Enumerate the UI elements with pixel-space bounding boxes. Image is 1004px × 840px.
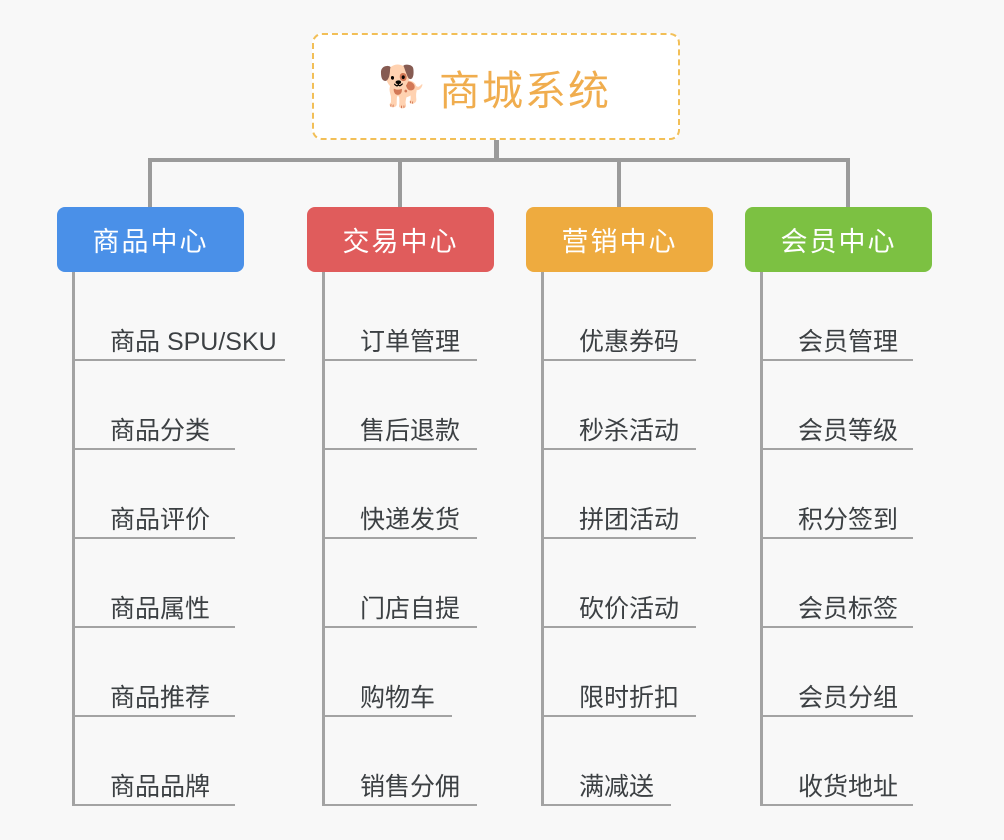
leaf-divider — [541, 448, 696, 450]
leaf-divider — [760, 804, 913, 806]
root-node[interactable]: 🐕 商城系统 — [312, 33, 680, 140]
list-item[interactable]: 优惠券码 — [541, 272, 696, 361]
leaf-divider — [72, 626, 235, 628]
list-item[interactable]: 会员分组 — [760, 628, 913, 717]
leaf-label: 商品推荐 — [110, 684, 211, 712]
leaf-label: 会员标签 — [798, 595, 899, 623]
list-item[interactable]: 商品评价 — [72, 450, 287, 539]
leaf-divider — [760, 715, 913, 717]
list-item[interactable]: 限时折扣 — [541, 628, 696, 717]
leaf-divider — [541, 804, 671, 806]
list-item[interactable]: 拼团活动 — [541, 450, 696, 539]
leaf-label: 限时折扣 — [579, 684, 680, 712]
leaf-divider — [760, 626, 913, 628]
leaf-label: 会员分组 — [798, 684, 899, 712]
category-label: 交易中心 — [342, 227, 459, 257]
category-box-product-center[interactable]: 商品中心 — [57, 207, 244, 272]
category-label: 会员中心 — [780, 227, 897, 257]
leaf-divider — [72, 359, 285, 361]
leaf-divider — [322, 715, 452, 717]
leaf-divider — [760, 448, 913, 450]
leaf-divider — [322, 626, 477, 628]
leaf-divider — [760, 537, 913, 539]
connector-horizontal-bus — [148, 158, 850, 162]
leaf-label: 会员管理 — [798, 328, 899, 356]
list-item[interactable]: 快递发货 — [322, 450, 477, 539]
list-item[interactable]: 积分签到 — [760, 450, 913, 539]
list-item[interactable]: 门店自提 — [322, 539, 477, 628]
leaf-divider — [72, 448, 235, 450]
leaf-label: 售后退款 — [360, 417, 461, 445]
leaf-divider — [541, 537, 696, 539]
connector-root-stem — [494, 140, 499, 162]
category-label: 营销中心 — [561, 227, 678, 257]
list-item[interactable]: 商品 SPU/SKU — [72, 272, 287, 361]
leaf-divider — [322, 537, 477, 539]
leaf-divider — [541, 715, 696, 717]
connector-drop-member-center — [846, 158, 850, 208]
list-item[interactable]: 购物车 — [322, 628, 470, 717]
leaf-divider — [541, 359, 696, 361]
category-box-marketing-center[interactable]: 营销中心 — [526, 207, 713, 272]
leaf-divider — [541, 626, 696, 628]
list-item[interactable]: 销售分佣 — [322, 717, 477, 806]
category-box-trade-center[interactable]: 交易中心 — [307, 207, 494, 272]
connector-drop-marketing-center — [617, 158, 621, 208]
leaf-label: 商品属性 — [110, 595, 211, 623]
leaf-label: 商品品牌 — [110, 773, 211, 801]
leaf-label: 优惠券码 — [579, 328, 680, 356]
list-item[interactable]: 商品品牌 — [72, 717, 287, 806]
column-spine — [541, 272, 544, 806]
list-item[interactable]: 商品分类 — [72, 361, 287, 450]
connector-drop-product-center — [148, 158, 152, 208]
leaf-divider — [72, 537, 235, 539]
leaf-divider — [322, 448, 477, 450]
leaf-label: 积分签到 — [798, 506, 899, 534]
leaf-divider — [72, 804, 235, 806]
leaf-label: 订单管理 — [360, 328, 461, 356]
list-item[interactable]: 砍价活动 — [541, 539, 696, 628]
leaf-label: 砍价活动 — [579, 595, 680, 623]
leaf-label: 秒杀活动 — [579, 417, 680, 445]
leaf-divider — [322, 359, 477, 361]
page-title: 商城系统 — [439, 67, 611, 114]
category-box-member-center[interactable]: 会员中心 — [745, 207, 932, 272]
list-item[interactable]: 秒杀活动 — [541, 361, 696, 450]
leaf-list-marketing-center: 优惠券码 秒杀活动 拼团活动 砍价活动 限时折扣 满减送 — [541, 272, 696, 806]
list-item[interactable]: 会员管理 — [760, 272, 913, 361]
connector-drop-trade-center — [398, 158, 402, 208]
column-spine — [72, 272, 75, 806]
column-spine — [322, 272, 325, 806]
leaf-label: 销售分佣 — [360, 773, 461, 801]
category-label: 商品中心 — [92, 227, 209, 257]
leaf-list-member-center: 会员管理 会员等级 积分签到 会员标签 会员分组 收货地址 — [760, 272, 913, 806]
leaf-label: 会员等级 — [798, 417, 899, 445]
list-item[interactable]: 会员标签 — [760, 539, 913, 628]
list-item[interactable]: 收货地址 — [760, 717, 913, 806]
list-item[interactable]: 订单管理 — [322, 272, 477, 361]
leaf-label: 购物车 — [360, 684, 436, 712]
list-item[interactable]: 会员等级 — [760, 361, 913, 450]
leaf-label: 收货地址 — [798, 773, 899, 801]
shiba-dog-face-icon: 🐕 — [378, 64, 428, 109]
leaf-label: 满减送 — [579, 773, 655, 801]
leaf-label: 商品评价 — [110, 506, 211, 534]
leaf-list-product-center: 商品 SPU/SKU 商品分类 商品评价 商品属性 商品推荐 商品品牌 — [72, 272, 287, 806]
list-item[interactable]: 售后退款 — [322, 361, 477, 450]
leaf-list-trade-center: 订单管理 售后退款 快递发货 门店自提 购物车 销售分佣 — [322, 272, 477, 806]
leaf-divider — [72, 715, 235, 717]
leaf-label: 拼团活动 — [579, 506, 680, 534]
leaf-label: 快递发货 — [360, 506, 461, 534]
leaf-label: 商品 SPU/SKU — [110, 328, 277, 356]
column-spine — [760, 272, 763, 806]
list-item[interactable]: 商品属性 — [72, 539, 287, 628]
list-item[interactable]: 商品推荐 — [72, 628, 287, 717]
leaf-label: 商品分类 — [110, 417, 211, 445]
leaf-label: 门店自提 — [360, 595, 461, 623]
leaf-divider — [322, 804, 477, 806]
list-item[interactable]: 满减送 — [541, 717, 689, 806]
leaf-divider — [760, 359, 913, 361]
